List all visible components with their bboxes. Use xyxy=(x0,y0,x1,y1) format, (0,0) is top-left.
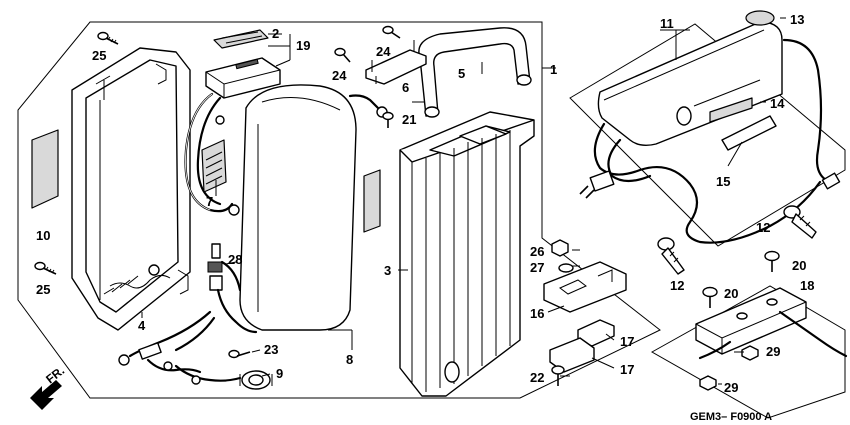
callout-24-right: 24 xyxy=(376,44,391,59)
connector-28 xyxy=(207,243,258,334)
screw-24-b xyxy=(382,25,401,39)
main-assembly-frame xyxy=(17,21,661,399)
diagram-code: GEM3– F0900 A xyxy=(690,411,772,423)
nut-26 xyxy=(551,239,569,257)
callout-14: 14 xyxy=(770,96,785,111)
washer-27 xyxy=(558,263,574,273)
label-sheet-left xyxy=(31,129,59,209)
pack-cable xyxy=(348,94,382,112)
callout-23: 23 xyxy=(264,342,278,357)
carry-handle xyxy=(418,27,532,118)
screw-25-bottom xyxy=(34,261,57,275)
strap-12-lower xyxy=(657,237,685,275)
label-sheet-right xyxy=(363,169,381,233)
nut-29-bottom xyxy=(699,375,717,391)
callout-29-right: 29 xyxy=(766,344,780,359)
clamp-17-lower xyxy=(549,337,595,373)
battery-case xyxy=(71,47,191,331)
callout-13: 13 xyxy=(790,12,804,27)
battery-pack xyxy=(239,84,357,331)
callout-27: 27 xyxy=(530,260,544,275)
callout-29-bottom: 29 xyxy=(724,380,738,395)
screw-20-left xyxy=(702,286,718,308)
strap-12-upper xyxy=(783,205,817,239)
screw-22 xyxy=(551,365,565,386)
callout-11: 11 xyxy=(660,16,674,31)
callout-4: 4 xyxy=(138,318,146,333)
screw-23 xyxy=(228,349,251,359)
callout-20-right: 20 xyxy=(792,258,806,273)
screw-21 xyxy=(382,111,394,128)
bracket-assembly-frame xyxy=(650,285,846,419)
callout-3: 3 xyxy=(384,263,391,278)
callout-7: 7 xyxy=(206,194,213,209)
callout-28: 28 xyxy=(228,252,242,267)
callout-26: 26 xyxy=(530,244,544,259)
callout-24-left: 24 xyxy=(332,68,347,83)
callout-8: 8 xyxy=(346,352,353,367)
callout-10: 10 xyxy=(36,228,50,243)
callout-9: 9 xyxy=(276,366,283,381)
callout-18: 18 xyxy=(800,278,814,293)
foam-pad xyxy=(201,139,227,193)
callout-2: 2 xyxy=(272,26,279,41)
front-direction-arrow xyxy=(30,380,62,410)
bracket-6 xyxy=(365,40,427,85)
callout-25-top: 25 xyxy=(92,48,106,63)
screw-20-right xyxy=(764,250,780,272)
callout-21: 21 xyxy=(402,112,416,127)
callout-25-bottom: 25 xyxy=(36,282,50,297)
charger-body xyxy=(597,21,783,147)
callout-15: 15 xyxy=(716,174,730,189)
mount-plate-16 xyxy=(543,261,627,313)
leader-lines xyxy=(141,17,786,385)
wire-harness-7 xyxy=(184,92,240,216)
callout-22: 22 xyxy=(530,370,544,385)
callout-6: 6 xyxy=(402,80,409,95)
charging-socket xyxy=(239,370,273,390)
callout-12-lower: 12 xyxy=(670,278,684,293)
bracket-plate-18 xyxy=(695,287,848,360)
callouts: 1 2 3 4 5 6 7 8 9 10 11 12 12 13 14 15 1… xyxy=(36,12,814,395)
screw-25-top xyxy=(97,31,119,45)
callout-20-left: 20 xyxy=(724,286,738,301)
lower-harness xyxy=(118,310,242,385)
battery-housing xyxy=(399,111,535,397)
callout-5: 5 xyxy=(458,66,465,81)
front-direction-label: FR. xyxy=(43,363,67,386)
callout-17-upper: 17 xyxy=(620,334,634,349)
fuse-box xyxy=(205,57,281,99)
callout-17-lower: 17 xyxy=(620,362,634,377)
charger-label-14 xyxy=(709,97,753,123)
callout-19: 19 xyxy=(296,38,310,53)
charger-assembly-frame xyxy=(569,23,846,247)
callout-1: 1 xyxy=(550,62,557,77)
charger-lens-15 xyxy=(721,115,777,151)
screw-24-a xyxy=(334,47,351,63)
charger-cap-13 xyxy=(745,10,775,26)
callout-16: 16 xyxy=(530,306,544,321)
callout-12-upper: 12 xyxy=(756,220,770,235)
charger-cords xyxy=(579,38,841,244)
nut-29-right xyxy=(741,345,759,361)
fuse-label xyxy=(213,29,269,49)
